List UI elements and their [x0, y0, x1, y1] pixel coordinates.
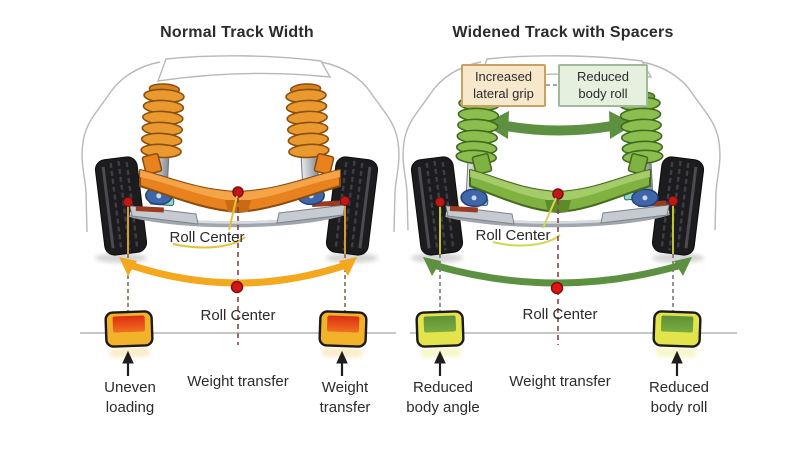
tire-shadow	[652, 253, 704, 263]
callout-increased-lateral-grip: Increased lateral grip	[461, 64, 546, 107]
leader-line	[172, 195, 246, 249]
leader-line	[492, 197, 561, 247]
right-tire	[651, 156, 705, 256]
contact-dot	[123, 197, 133, 207]
roll-center-dot	[552, 188, 564, 200]
steering-rod	[449, 206, 478, 213]
contact-dot	[435, 197, 445, 207]
coil-spring-strut	[619, 91, 664, 208]
roll-center-dot-lower	[550, 281, 564, 295]
windshield-outline	[156, 55, 332, 82]
subframe-green	[469, 153, 651, 213]
car-side-right	[641, 61, 721, 231]
reduced-body-angle-label: Reduced body angle	[406, 379, 480, 416]
reduced-body-roll-label: Reduced body roll	[648, 379, 710, 416]
car-side-right	[320, 61, 400, 233]
car-body-outline	[81, 55, 400, 233]
left-diagram	[80, 55, 400, 376]
right-panel-title: Widened Track with Spacers	[452, 24, 674, 41]
roll-arc-arrow-icon	[423, 257, 692, 287]
right-roll-center-bottom-label: Roll Center	[522, 306, 598, 323]
right-roll-center-top-label: Roll Center	[475, 227, 551, 244]
roll-center-dot	[232, 186, 244, 198]
left-roll-center-top-label: Roll Center	[169, 229, 245, 246]
uneven-loading-label: Uneven loading	[104, 379, 156, 416]
callout-reduced-body-roll: Reduced body roll	[558, 64, 648, 107]
weight-pad	[652, 310, 702, 358]
weight-pad	[318, 310, 368, 358]
left-roll-center-bottom-label: Roll Center	[200, 307, 276, 324]
tire-shadow	[326, 253, 378, 263]
steering-rod	[135, 206, 164, 213]
weight-pad	[415, 310, 465, 358]
left-panel-title: Normal Track Width	[160, 24, 314, 41]
car-side-left	[81, 61, 161, 233]
right-diagram	[402, 55, 737, 376]
right-weight-transfer-label: Weight transfer	[509, 373, 611, 390]
left-weight-transfer-label: Weight transfer	[187, 373, 289, 390]
up-arrow-icon	[122, 350, 348, 376]
contact-dot	[340, 196, 350, 206]
weight-pad	[104, 310, 154, 358]
contact-dot	[668, 196, 678, 206]
roll-center-dot-lower	[230, 280, 244, 294]
weight-transfer-right-label: Weight transfer	[319, 379, 371, 416]
up-arrow-icon	[434, 350, 683, 376]
track-width-double-arrow-icon	[483, 111, 635, 139]
tire-shadow	[411, 253, 463, 263]
car-side-left	[402, 61, 482, 231]
